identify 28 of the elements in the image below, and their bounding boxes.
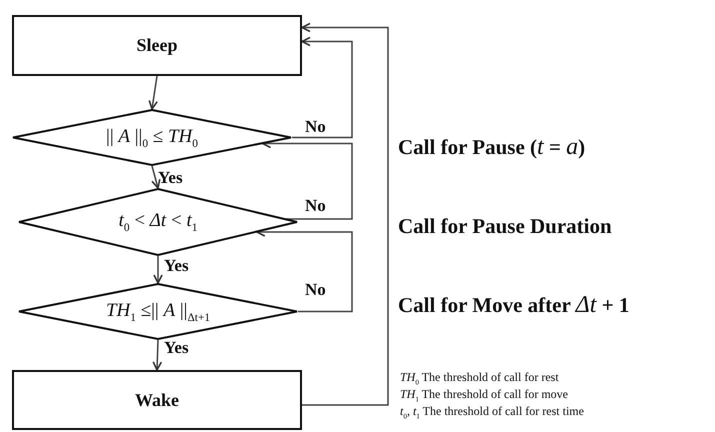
arrow bbox=[152, 340, 162, 371]
edge-label: Yes bbox=[158, 168, 183, 188]
edge-label: No bbox=[305, 117, 326, 137]
process-box bbox=[12, 15, 302, 76]
edge-label: Yes bbox=[164, 256, 189, 276]
decision-diamond bbox=[18, 188, 298, 256]
annotation-text: Call for Pause Duration bbox=[398, 214, 612, 239]
edge-label: Yes bbox=[164, 338, 189, 358]
note-text: t$_{0}$, t$_{1}$ The threshold of call for rest time bbox=[400, 404, 584, 420]
arrow bbox=[148, 76, 158, 110]
edge-label: No bbox=[305, 196, 326, 216]
annotation-text: Call for Pause (t = a) bbox=[398, 134, 586, 161]
note-text: TH$_{0}$ The threshold of call for rest bbox=[400, 370, 559, 386]
decision-diamond bbox=[18, 283, 298, 340]
node-text: || A ||$_{0}$ ≤ TH$_{0}$ bbox=[106, 126, 198, 150]
arrow bbox=[151, 166, 161, 189]
decision-diamond bbox=[12, 109, 292, 166]
arrow bbox=[292, 36, 353, 138]
node-text: Sleep bbox=[136, 35, 178, 56]
process-box bbox=[12, 370, 302, 430]
node-text: t$_{0}$ < Δt < t$_{1}$ bbox=[118, 210, 198, 234]
arrow bbox=[301, 22, 389, 406]
note-text: TH$_{1}$ The threshold of call for move bbox=[400, 387, 568, 404]
node-text: TH$_{1}$ ≤|| A ||$_{Δt+1}$ bbox=[106, 300, 210, 324]
annotation-text: Call for Move after Δt + 1 bbox=[398, 292, 630, 319]
arrow bbox=[153, 256, 163, 284]
edge-label: No bbox=[305, 280, 326, 300]
node-text: Wake bbox=[134, 390, 179, 410]
